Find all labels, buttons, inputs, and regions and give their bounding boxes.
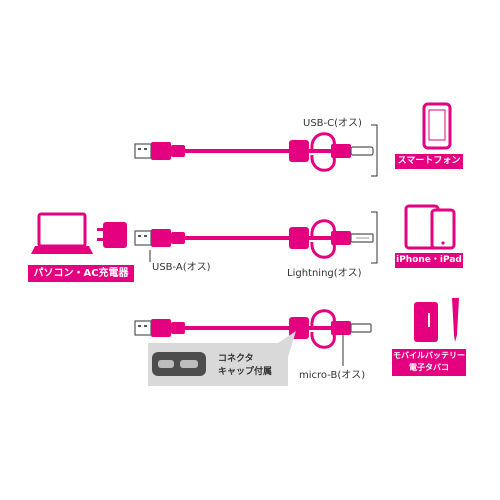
source-label: パソコン・AC充電器 (28, 265, 134, 282)
cap-callout-label: コネクタ キャップ付属 (218, 354, 273, 377)
connector-label-micro-b: micro-B(オス) (299, 370, 366, 381)
ac-adapter-icon (97, 222, 127, 248)
battery-ecig-icon (414, 298, 459, 342)
connector-bracket-lightning (371, 211, 378, 264)
connector-bracket-usb-c (371, 124, 378, 177)
cable-lightning (133, 219, 374, 259)
connector-label-usb-a: USB-A(オス) (152, 262, 211, 273)
device-label-smartphone: スマートフォン (395, 154, 463, 169)
smartphone-icon (422, 102, 452, 150)
device-label-battery-ecig: モバイルバッテリー 電子タバコ (392, 349, 466, 376)
iphone-ipad-icon (404, 204, 456, 250)
cable-usb-c (133, 132, 374, 172)
device-label-iphone-ipad: iPhone・iPad (395, 253, 463, 268)
cable-micro-b (133, 309, 372, 349)
connector-label-lightning: Lightning(オス) (287, 268, 362, 279)
connector-label-usb-c: USB-C(オス) (303, 118, 362, 129)
laptop-icon (31, 212, 93, 254)
connector-cap-icon (152, 352, 206, 376)
